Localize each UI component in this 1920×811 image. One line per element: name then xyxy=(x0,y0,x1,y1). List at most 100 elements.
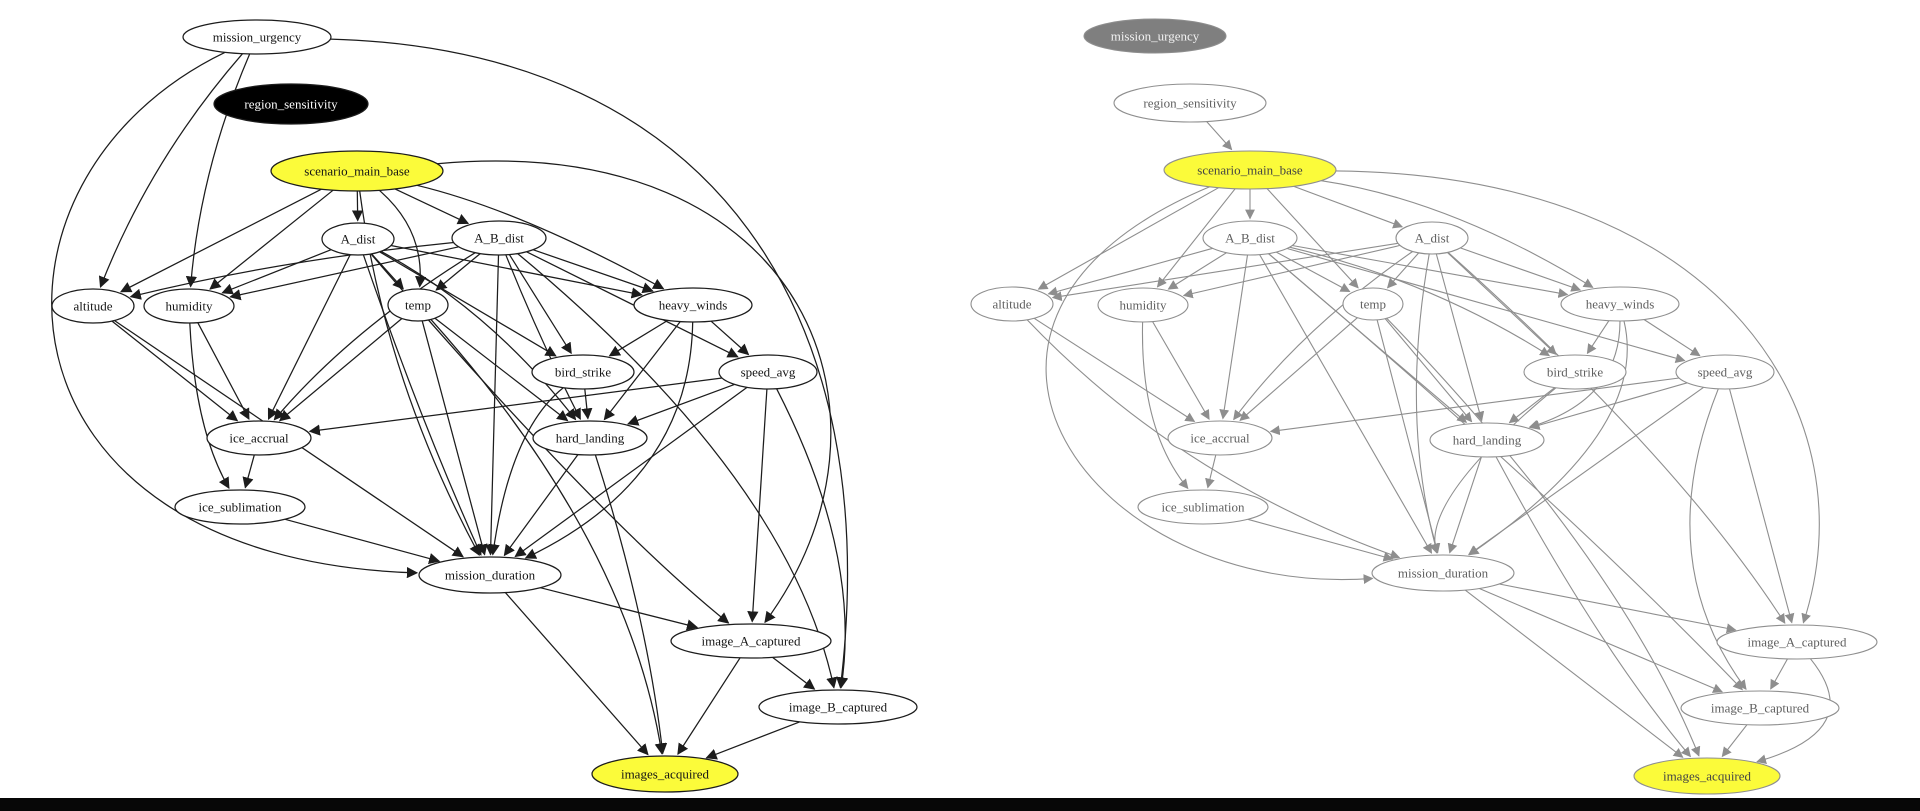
edge-mission_duration-to-image_B_captured xyxy=(1479,587,1724,693)
right-node-mission_urgency[interactable]: mission_urgency xyxy=(1083,18,1227,54)
left-node-ice_sublimation[interactable]: ice_sublimation xyxy=(174,489,306,525)
edge-scenario_main_base-to-heavy_winds xyxy=(1321,180,1594,288)
node-ellipse xyxy=(1395,221,1469,255)
edge-humidity-to-ice_accrual xyxy=(1152,321,1210,420)
edge-A_dist-to-altitude xyxy=(1051,242,1399,302)
right-node-image_A_captured[interactable]: image_A_captured xyxy=(1716,624,1878,660)
left-node-A_B_dist[interactable]: A_B_dist xyxy=(451,220,547,256)
node-ellipse xyxy=(633,287,753,323)
node-ellipse xyxy=(970,286,1054,322)
edge-A_dist-to-hard_landing xyxy=(380,250,577,421)
right-node-region_sensitivity[interactable]: region_sensitivity xyxy=(1113,83,1267,123)
edge-altitude-to-ice_accrual xyxy=(1033,317,1196,423)
edge-temp-to-hard_landing xyxy=(434,317,569,422)
edge-image_B_captured-to-images_acquired xyxy=(1721,724,1748,758)
edge-scenario_main_base-to-A_B_dist xyxy=(394,188,470,225)
edge-ice_accrual-to-ice_sublimation xyxy=(242,454,255,489)
edge-A_B_dist-to-temp xyxy=(1276,251,1351,292)
node-ellipse xyxy=(1167,420,1273,456)
edge-temp-to-images_acquired xyxy=(1386,317,1701,757)
left-node-humidity[interactable]: humidity xyxy=(143,288,235,324)
right-node-temp[interactable]: temp xyxy=(1342,287,1404,321)
edge-A_B_dist-to-temp xyxy=(435,253,481,291)
edge-bird_strike-to-mission_duration xyxy=(1429,387,1557,554)
node-ellipse xyxy=(718,354,818,390)
edge-A_B_dist-to-altitude xyxy=(129,241,454,300)
left-node-ice_accrual[interactable]: ice_accrual xyxy=(206,420,312,456)
edge-scenario_main_base-to-mission_duration xyxy=(1045,186,1374,585)
right-node-image_B_captured[interactable]: image_B_captured xyxy=(1680,690,1840,726)
left-node-image_B_captured[interactable]: image_B_captured xyxy=(758,689,918,725)
right-node-speed_avg[interactable]: speed_avg xyxy=(1675,354,1775,390)
right-node-hard_landing[interactable]: hard_landing xyxy=(1429,422,1545,458)
edge-A_B_dist-to-bird_strike xyxy=(1289,246,1551,357)
edge-temp-to-ice_accrual xyxy=(278,318,403,422)
right-node-scenario_main_base[interactable]: scenario_main_base xyxy=(1163,150,1337,190)
left-node-image_A_captured[interactable]: image_A_captured xyxy=(670,623,832,659)
node-ellipse xyxy=(1137,489,1269,525)
edge-A_dist-to-heavy_winds xyxy=(1460,247,1582,292)
left-node-heavy_winds[interactable]: heavy_winds xyxy=(633,287,753,323)
edge-speed_avg-to-mission_duration xyxy=(1467,386,1704,556)
edge-A_B_dist-to-humidity xyxy=(229,246,459,301)
edge-temp-to-mission_duration xyxy=(421,320,488,556)
edge-humidity-to-ice_sublimation xyxy=(1141,321,1189,490)
edge-A_dist-to-heavy_winds xyxy=(390,244,643,299)
right-node-images_acquired[interactable]: images_acquired xyxy=(1633,757,1781,795)
node-ellipse xyxy=(321,222,395,256)
left-node-temp[interactable]: temp xyxy=(387,288,449,322)
edge-hard_landing-to-mission_duration xyxy=(503,454,579,557)
edge-humidity-to-ice_accrual xyxy=(197,322,250,420)
edge-A_B_dist-to-image_B_captured xyxy=(1268,253,1743,691)
right-node-A_dist[interactable]: A_dist xyxy=(1395,221,1469,255)
right-node-ice_sublimation[interactable]: ice_sublimation xyxy=(1137,489,1269,525)
right-node-A_B_dist[interactable]: A_B_dist xyxy=(1202,220,1298,256)
node-ellipse xyxy=(1429,422,1545,458)
node-ellipse xyxy=(182,19,332,55)
right-node-altitude[interactable]: altitude xyxy=(970,286,1054,322)
edge-scenario_main_base-to-humidity xyxy=(209,189,334,290)
edge-mission_duration-to-image_A_captured xyxy=(540,587,699,631)
edge-speed_avg-to-hard_landing xyxy=(1529,382,1688,430)
right-node-mission_duration[interactable]: mission_duration xyxy=(1371,554,1515,592)
right-node-humidity[interactable]: humidity xyxy=(1097,287,1189,323)
left-graph: mission_urgency region_sensitivityscenari… xyxy=(51,19,918,793)
edge-ice_accrual-to-ice_sublimation xyxy=(1205,454,1217,489)
node-ellipse xyxy=(1716,624,1878,660)
right-node-bird_strike[interactable]: bird_strike xyxy=(1523,354,1627,390)
edge-ice_sublimation-to-mission_duration xyxy=(1247,518,1394,562)
edge-speed_avg-to-ice_accrual xyxy=(1269,377,1680,436)
node-ellipse xyxy=(174,489,306,525)
edge-A_dist-to-image_A_captured xyxy=(370,253,730,624)
left-node-A_dist[interactable]: A_dist xyxy=(321,222,395,256)
right-node-heavy_winds[interactable]: heavy_winds xyxy=(1560,286,1680,322)
left-node-bird_strike[interactable]: bird_strike xyxy=(531,354,635,390)
edge-A_B_dist-to-mission_duration xyxy=(1259,254,1432,554)
left-node-scenario_main_base[interactable]: scenario_main_base xyxy=(270,150,444,192)
left-node-altitude[interactable]: altitude xyxy=(51,288,135,324)
edge-temp-to-ice_accrual xyxy=(1239,317,1358,422)
node-ellipse xyxy=(1083,18,1227,54)
edge-A_dist-to-mission_duration xyxy=(1415,253,1440,554)
edge-heavy_winds-to-bird_strike xyxy=(1586,320,1610,355)
left-node-mission_duration[interactable]: mission_duration xyxy=(418,556,562,594)
node-ellipse xyxy=(1163,150,1337,190)
node-ellipse xyxy=(1560,286,1680,322)
left-node-region_sensitivity[interactable]: region_sensitivity xyxy=(213,83,369,125)
edge-hard_landing-to-images_acquired xyxy=(1495,456,1692,758)
left-node-mission_urgency[interactable]: mission_urgency xyxy=(182,19,332,55)
node-ellipse xyxy=(758,689,918,725)
edge-A_B_dist-to-heavy_winds xyxy=(1292,244,1569,298)
bottom-bar xyxy=(0,798,1920,811)
right-graph: mission_urgency region_sensitivityscenari… xyxy=(970,18,1878,795)
node-ellipse xyxy=(1675,354,1775,390)
left-node-speed_avg[interactable]: speed_avg xyxy=(718,354,818,390)
edge-A_dist-to-bird_strike xyxy=(1447,252,1557,355)
edge-temp-to-hard_landing xyxy=(1384,318,1473,423)
edge-A_dist-to-humidity xyxy=(221,249,332,295)
edge-A_dist-to-bird_strike xyxy=(379,251,557,357)
node-ellipse xyxy=(1097,287,1189,323)
right-node-ice_accrual[interactable]: ice_accrual xyxy=(1167,420,1273,456)
left-node-hard_landing[interactable]: hard_landing xyxy=(532,420,648,456)
left-node-images_acquired[interactable]: images_acquired xyxy=(591,755,739,793)
